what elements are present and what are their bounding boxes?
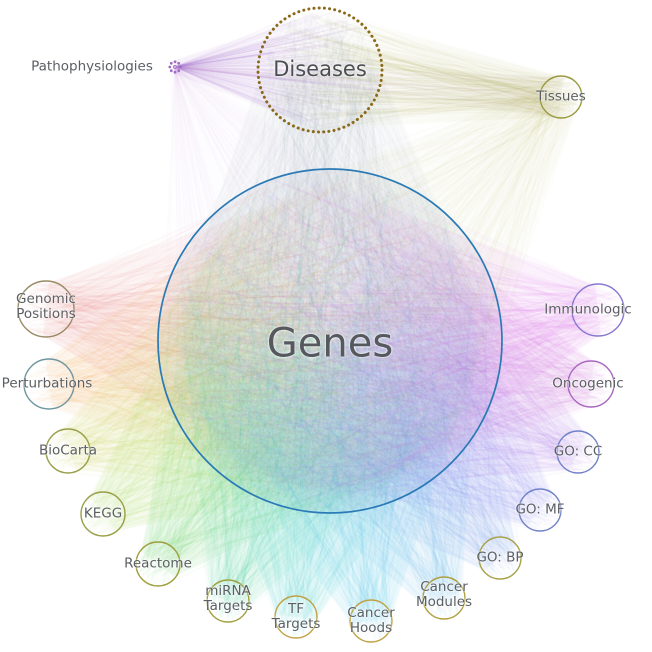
node-circle-tf_targets[interactable] bbox=[274, 595, 318, 639]
star-dot bbox=[173, 70, 177, 74]
star-dot bbox=[169, 61, 173, 65]
node-circle-immunologic[interactable] bbox=[571, 283, 625, 337]
node-circle-mirna_targets[interactable] bbox=[206, 579, 250, 623]
node-circle-biocarta[interactable] bbox=[45, 428, 91, 474]
star-center bbox=[172, 64, 178, 70]
star-dot bbox=[169, 69, 173, 73]
node-circle-kegg[interactable] bbox=[80, 491, 126, 537]
node-circle-genomic_positions[interactable] bbox=[17, 280, 75, 338]
star-dot bbox=[178, 65, 182, 69]
star-dot bbox=[177, 61, 181, 65]
star-dot bbox=[168, 65, 172, 69]
node-circle-go_mf[interactable] bbox=[518, 488, 562, 532]
node-circle-perturbations[interactable] bbox=[23, 358, 75, 410]
star-dot bbox=[177, 69, 181, 73]
node-circle-cancer_modules[interactable] bbox=[422, 576, 466, 620]
node-circle-cancer_hoods[interactable] bbox=[349, 599, 393, 643]
node-circle-oncogenic[interactable] bbox=[567, 360, 615, 408]
node-circle-genes[interactable] bbox=[157, 168, 503, 514]
node-star-pathophysiologies[interactable] bbox=[168, 60, 182, 74]
node-circle-tissues[interactable] bbox=[539, 75, 583, 119]
star-dot bbox=[173, 60, 177, 64]
node-circle-diseases[interactable] bbox=[256, 6, 384, 134]
node-circle-go_cc[interactable] bbox=[556, 430, 600, 474]
node-circle-go_bp[interactable] bbox=[478, 536, 522, 580]
node-circle-reactome[interactable] bbox=[135, 541, 181, 587]
